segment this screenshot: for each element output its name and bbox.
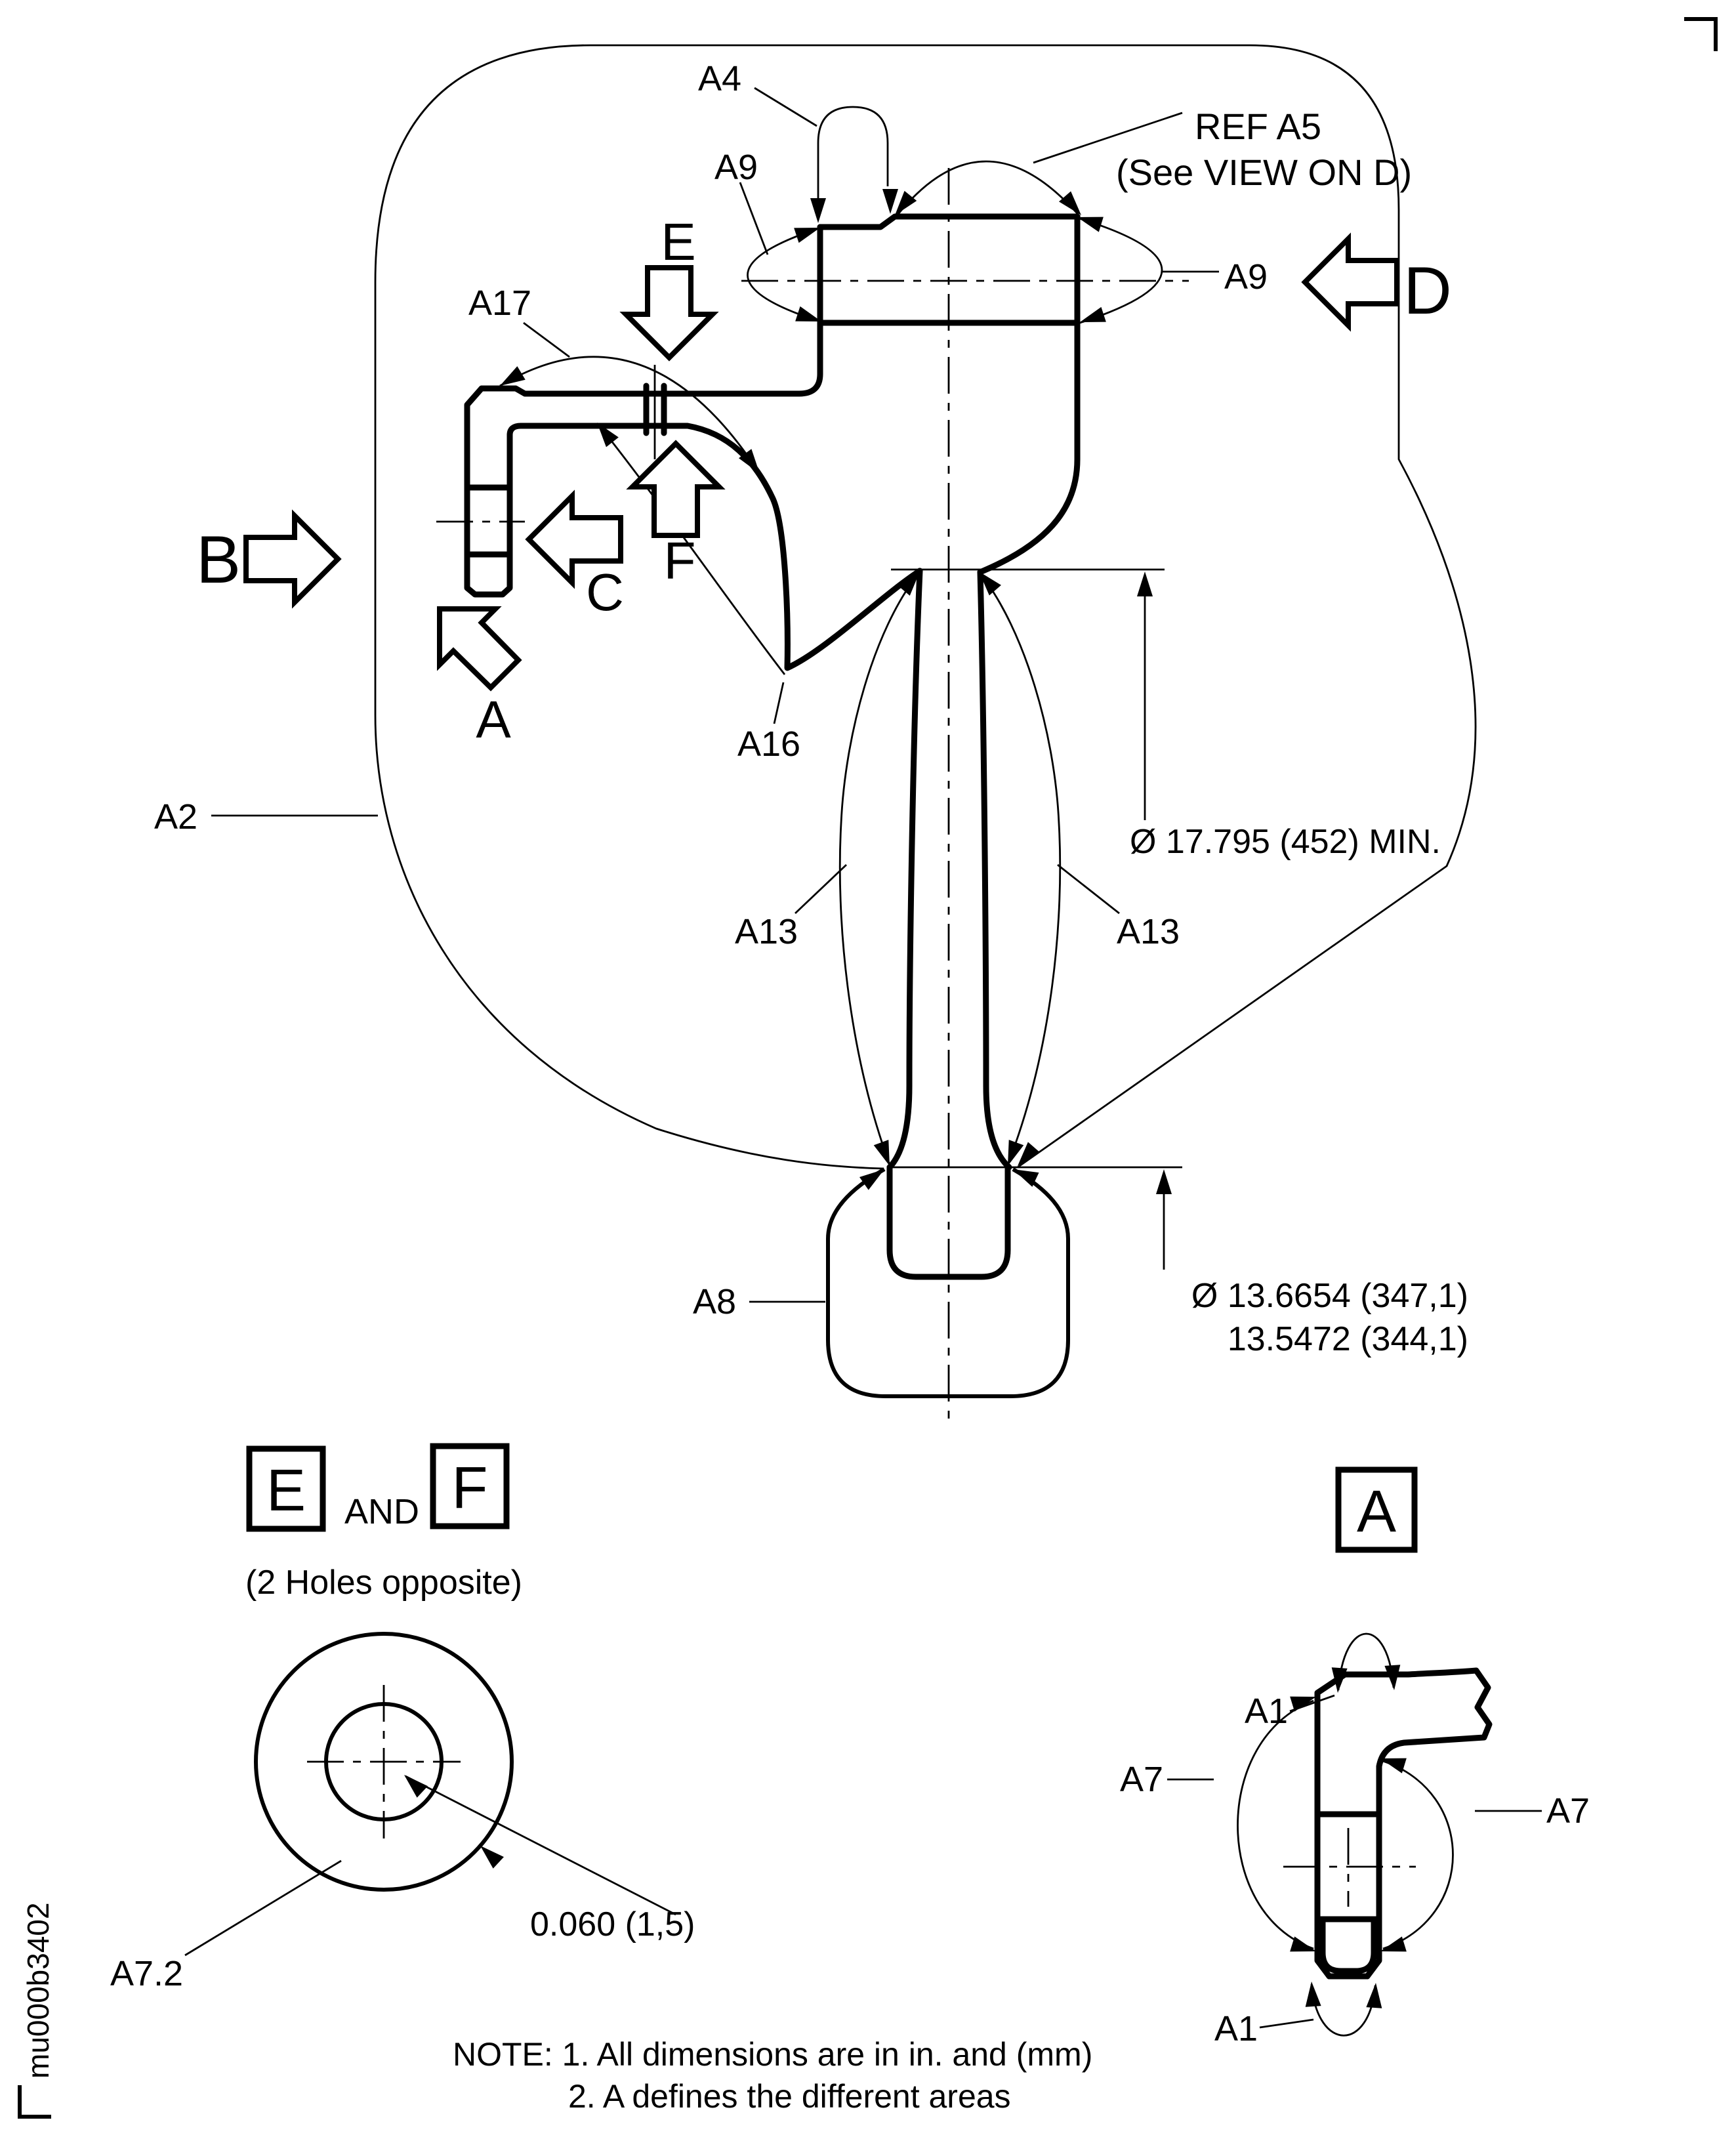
washer-outer-circle: [254, 1632, 514, 1892]
note-line-1: NOTE: 1. All dimensions are in in. and (…: [453, 2036, 1092, 2073]
sheet-corner-marks: [18, 17, 1718, 2119]
dim-tip-dia-line2: 13.5472 (344,1): [1228, 1320, 1468, 1358]
label-a9-top: A9: [714, 148, 758, 187]
view-arrow-a-icon: [437, 606, 522, 692]
view-box-f: [430, 1443, 510, 1529]
annotation-arrowheads: [495, 189, 1172, 1194]
detail-ef-and: AND: [344, 1492, 419, 1531]
view-box-e: [246, 1445, 326, 1532]
view-letter-b: B: [196, 522, 241, 597]
main-view-texts: A4 A9 REF A5 (See VIEW ON D) A9 D E A17 …: [154, 59, 1468, 1358]
label-a13-left: A13: [735, 912, 798, 951]
label-a1-bottom: A1: [1214, 2009, 1258, 2048]
label-a7-left: A7: [1120, 1760, 1163, 1799]
ref-a5-line2: (See VIEW ON D): [1116, 152, 1412, 193]
detail-ef: E AND F (2 Holes opposite) 0.060 (1,5) A…: [110, 1443, 695, 1993]
view-arrow-d-icon: [1301, 232, 1399, 332]
view-letter-e: E: [661, 213, 695, 271]
label-a1-top: A1: [1245, 1692, 1288, 1731]
area-a2-boundary: [374, 44, 1477, 1170]
view-box-a: [1335, 1466, 1418, 1553]
view-arrow-f-icon: [626, 440, 726, 538]
view-letter-c: C: [586, 563, 624, 621]
view-letter-d: D: [1403, 253, 1452, 328]
view-direction-arrows: [243, 232, 1399, 692]
label-a2: A2: [154, 797, 197, 837]
note-line-2: 2. A defines the different areas: [568, 2078, 1011, 2115]
label-a17: A17: [468, 283, 531, 323]
view-arrow-e-icon: [619, 265, 719, 362]
view-letter-a: A: [476, 690, 511, 749]
label-a16: A16: [737, 724, 800, 764]
view-letter-f: F: [664, 531, 696, 590]
label-a9-right: A9: [1224, 257, 1268, 297]
label-a4: A4: [698, 59, 741, 98]
label-a13-right: A13: [1117, 912, 1180, 951]
dim-tip-dia-line1: Ø 13.6654 (347,1): [1191, 1277, 1468, 1315]
view-box-f-letter: F: [452, 1455, 488, 1521]
doc-number: mu000b3402: [21, 1902, 55, 2079]
valve-section-outline: [464, 213, 1081, 1398]
view-box-a-letter: A: [1357, 1479, 1396, 1545]
detail-a: A A1 A7 A7 A1: [1120, 1466, 1590, 2048]
drawing-notes: NOTE: 1. All dimensions are in in. and (…: [453, 2036, 1092, 2115]
ref-a5-line1: REF A5: [1195, 106, 1321, 147]
detail-ef-caption: (2 Holes opposite): [245, 1564, 522, 1602]
view-arrow-b-icon: [243, 509, 342, 609]
view-box-e-letter: E: [266, 1458, 306, 1524]
label-a7-right: A7: [1546, 1791, 1590, 1831]
label-a7-2: A7.2: [110, 1954, 183, 1993]
dim-throat-min: Ø 17.795 (452) MIN.: [1130, 823, 1441, 861]
view-arrow-c-icon: [525, 489, 623, 589]
dim-chamfer: 0.060 (1,5): [530, 1905, 695, 1943]
label-a8: A8: [693, 1282, 736, 1321]
annotation-leaders: [211, 87, 1219, 1303]
